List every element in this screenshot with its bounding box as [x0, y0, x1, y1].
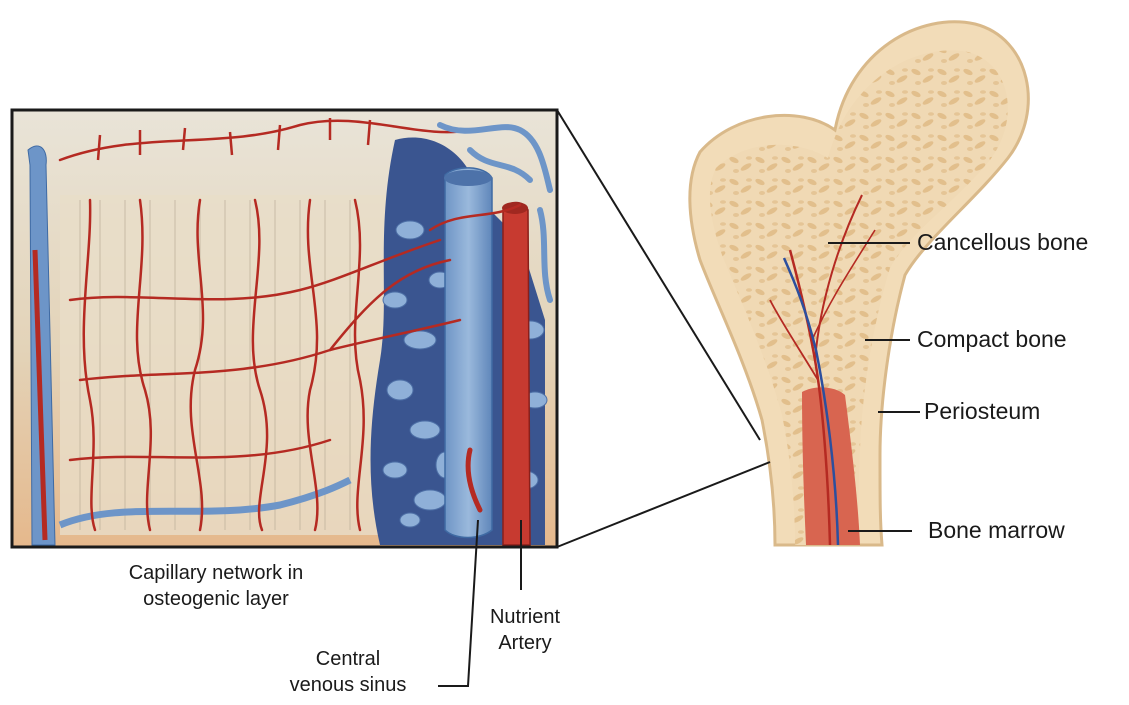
- capillary-network-caption: Capillary network in osteogenic layer: [96, 560, 336, 612]
- capillary-network-caption-line2: osteogenic layer: [96, 586, 336, 612]
- compact-bone-label: Compact bone: [917, 328, 1067, 351]
- nutrient-artery-caption: Nutrient Artery: [470, 604, 580, 656]
- central-venous-sinus-caption: Central venous sinus: [268, 646, 428, 698]
- bone-marrow-label: Bone marrow: [928, 519, 1065, 542]
- central-venous-sinus-caption-line2: venous sinus: [268, 672, 428, 698]
- femur-illustration: [690, 22, 1028, 545]
- nutrient-artery-inset-vessel: [503, 203, 530, 546]
- inset-vasculature-illustration: [12, 110, 557, 547]
- zoom-connector-bottom: [557, 462, 770, 547]
- nutrient-artery-caption-line1: Nutrient: [470, 604, 580, 630]
- periosteum-label: Periosteum: [924, 400, 1040, 423]
- cancellous-bone-label: Cancellous bone: [917, 231, 1088, 254]
- capillary-network-caption-line1: Capillary network in: [96, 560, 336, 586]
- nutrient-artery-caption-line2: Artery: [470, 630, 580, 656]
- central-venous-sinus-caption-line1: Central: [268, 646, 428, 672]
